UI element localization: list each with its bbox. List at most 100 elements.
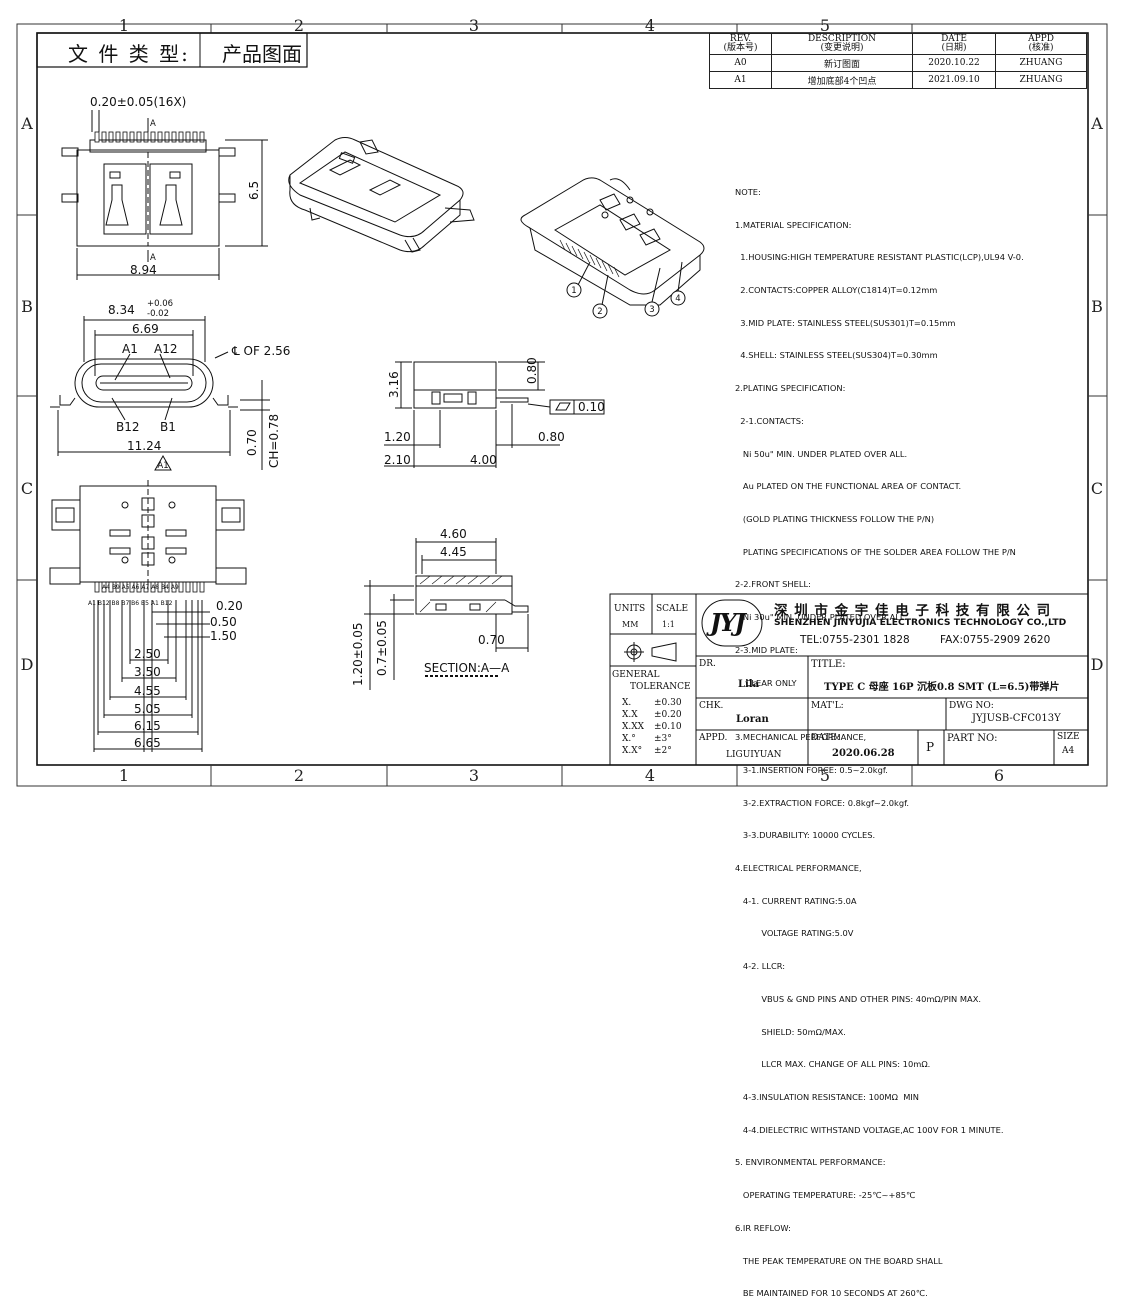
fp-dim-6-15: 6.15 <box>134 719 161 733</box>
note-line: 2-3.MID PLATE: <box>735 644 798 655</box>
note-line: 6.IR REFLOW: <box>735 1222 791 1233</box>
section-a-a-label: SECTION:A—A <box>424 661 510 675</box>
note-line: 1.MATERIAL SPECIFICATION: <box>735 219 852 230</box>
iso-view-rear <box>520 177 705 306</box>
row-label-left-c: C <box>21 479 33 498</box>
note-line: NOTE: <box>735 186 761 197</box>
tol-key: X. <box>622 698 632 708</box>
note-line: 4.ELECTRICAL PERFORMANCE, <box>735 863 862 873</box>
appd-cell: ZHUANG <box>995 71 1087 89</box>
fp-dim-0-20: 0.20 <box>216 599 243 613</box>
dim-flatness: 0.10 <box>578 400 605 414</box>
tol-key: X.° <box>622 734 636 744</box>
note-line: 2-1.CONTACTS: <box>735 415 804 426</box>
col-label-bottom-5: 5 <box>820 766 830 785</box>
row-label-right-c: C <box>1091 479 1103 498</box>
doc-type-box <box>36 32 308 68</box>
pin-row-top-labels: A4 B9 A5 A6 A7 A8 B4 A9 <box>102 584 179 591</box>
company-logo: JYJ <box>710 608 746 637</box>
date-cell: 2020.10.22 <box>912 54 996 72</box>
section-view <box>364 538 529 690</box>
rev-cell: A0 <box>709 54 772 72</box>
row-label-left-b: B <box>21 297 33 316</box>
dim-tol-plus: +0.06 <box>147 299 173 309</box>
company-name-en: SHENZHEN JINYUJIA ELECTRONICS TECHNOLOGY… <box>774 617 1067 628</box>
note-line: 2.CONTACTS:COPPER ALLOY(C1814)T=0.12mm <box>735 284 938 295</box>
note-line: 4-2. LLCR: <box>735 961 786 972</box>
size-value: A4 <box>1062 746 1075 756</box>
pin-label-a1: A1 <box>122 342 138 356</box>
balloon-3: 3 <box>649 305 654 315</box>
appd-cell: ZHUANG <box>995 54 1087 72</box>
dim-width-2-10: 2.10 <box>384 453 411 467</box>
note-line: LLCR MAX. CHANGE OF ALL PINS: 10mΩ. <box>735 1059 931 1070</box>
dim-width-0-80: 0.80 <box>538 430 565 444</box>
col-label-bottom-1: 1 <box>119 766 129 785</box>
dim-height-6-5: 6.5 <box>247 181 261 200</box>
dim-width-11-24: 11.24 <box>127 439 161 453</box>
approved-by-label: APPD. <box>699 733 728 743</box>
side-view <box>384 361 605 468</box>
tol-value: ±0.30 <box>654 698 682 708</box>
dim-width-4-00: 4.00 <box>470 453 497 467</box>
fp-dim-6-65: 6.65 <box>134 736 161 750</box>
front-view <box>50 316 270 470</box>
tol-value: ±2° <box>654 746 672 756</box>
note-line: OPERATING TEMPERATURE: -25℃~+85℃ <box>735 1190 916 1201</box>
note-line: (GOLD PLATING THICKNESS FOLLOW THE P/N) <box>735 514 935 524</box>
drawn-by-label: DR. <box>699 659 716 669</box>
col-label-top-4: 4 <box>645 16 655 35</box>
note-line: 3-2.EXTRACTION FORCE: 0.8kgf~2.0kgf. <box>735 797 910 808</box>
note-line: VOLTAGE RATING:5.0V <box>735 928 854 939</box>
tol-value: ±0.10 <box>654 722 682 732</box>
dim-width-4-60: 4.60 <box>440 527 467 541</box>
note-line: 4-4.DIELECTRIC WITHSTAND VOLTAGE,AC 100V… <box>735 1124 1004 1135</box>
units-label: UNITS <box>614 604 646 614</box>
doc-type-label: 文 件 类 型: <box>68 42 190 66</box>
dim-width-4-45: 4.45 <box>440 545 467 559</box>
note-line: 2-2.FRONT SHELL: <box>735 579 811 590</box>
approved-by-value: LIGUIYUAN <box>726 750 782 760</box>
note-line: 3.MECHANICAL PERFORMANCE, <box>735 732 867 743</box>
drawing-title: TYPE C 母座 16P 沉板0.8 SMT (L=6.5)带弹片 <box>824 682 1060 693</box>
section-marker-a-bottom: A <box>150 253 156 263</box>
rev-cell: A1 <box>709 71 772 89</box>
tol-value: ±3° <box>654 734 672 744</box>
drawing-sheet: 1 2 3 4 5 1 2 3 4 5 6 A B C D A B C D <box>16 16 1108 787</box>
company-fax: FAX:0755-2909 2620 <box>940 634 1051 646</box>
note-line: 4.SHELL: STAINLESS STEEL(SUS304)T=0.30mm <box>735 350 938 361</box>
frame-ticks <box>17 24 1107 786</box>
col-label-bottom-4: 4 <box>645 766 655 785</box>
tol-key: X.XX <box>622 722 645 732</box>
general-label: GENERAL <box>612 670 660 680</box>
company-name-cn: 深 圳 市 金 宇 佳 电 子 科 技 有 限 公 司 <box>774 603 1052 619</box>
note-line: 2.PLATING SPECIFICATION: <box>735 383 846 394</box>
tolerance-values: ±0.30 ±0.20 ±0.10 ±3° ±2° <box>654 697 682 757</box>
part-no-label: PART NO: <box>947 733 998 744</box>
revision-flag-a1: A1 <box>157 461 168 471</box>
date-cell: 2021.09.10 <box>912 71 996 89</box>
dwg-no-label: DWG NO: <box>949 701 994 711</box>
rev-header-rev: REV.(版本号) <box>709 33 772 55</box>
note-line: 4-1. CURRENT RATING:5.0A <box>735 895 857 906</box>
desc-cell: 增加底部4个凹点 <box>771 71 913 89</box>
note-line: 3.MID PLATE: STAINLESS STEEL(SUS301)T=0.… <box>735 317 956 328</box>
callout-balloons: 1 2 3 4 <box>566 282 686 319</box>
pin-label-b1: B1 <box>160 420 176 434</box>
col-label-top-1: 1 <box>119 16 129 35</box>
tol-value: ±0.20 <box>654 710 682 720</box>
section-marker-a-top: A <box>150 119 156 129</box>
balloon-1: 1 <box>571 286 576 296</box>
col-label-top-3: 3 <box>469 16 479 35</box>
dim-pin-pitch: 0.20±0.05(16X) <box>90 95 186 109</box>
dim-vert-0-7: 0.7±0.05 <box>375 620 389 676</box>
tolerance-label: TOLERANCE <box>630 682 691 692</box>
dim-height-3-16: 3.16 <box>387 371 401 398</box>
row-label-right-a: A <box>1090 114 1103 133</box>
top-view <box>61 110 268 280</box>
dim-tol-minus: -0.02 <box>147 309 169 319</box>
iso-view-front <box>288 137 475 253</box>
tol-key: X.X <box>622 710 638 720</box>
note-line: Ni 50u" MIN. UNDER PLATED OVER ALL. <box>735 448 908 459</box>
note-line: 4-3.INSULATION RESISTANCE: 100MΩ MIN <box>735 1092 920 1103</box>
